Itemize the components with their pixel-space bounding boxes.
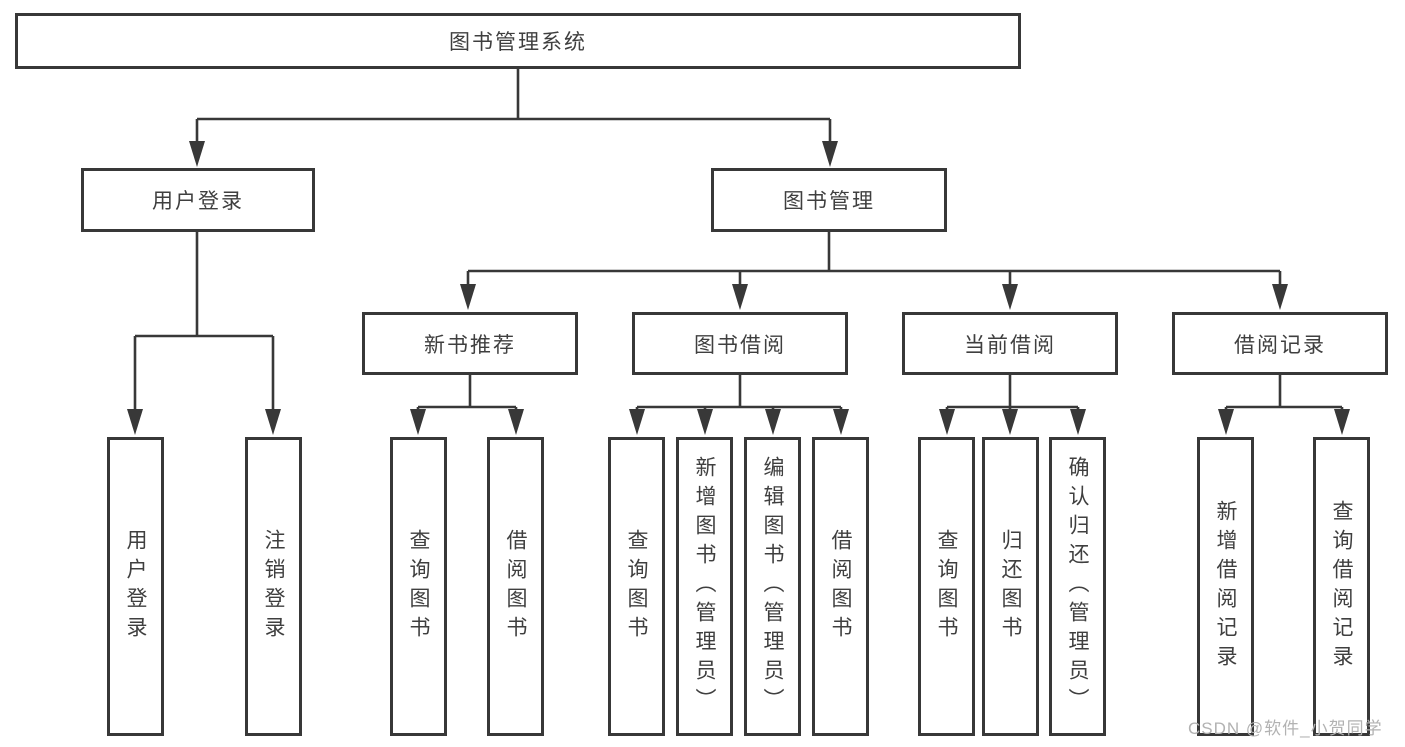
node-label: 查询借阅记录 [1330, 499, 1353, 674]
node-root-book-management-system: 图书管理系统 [15, 13, 1021, 69]
leaf-confirm-return-admin: 确认归还（管理员） [1049, 437, 1106, 736]
node-book-management-branch: 图书管理 [711, 168, 947, 232]
node-label: 当前借阅 [964, 333, 1056, 357]
node-label: 借阅图书 [829, 528, 852, 645]
leaf-add-books-admin: 新增图书（管理员） [676, 437, 733, 736]
node-label: 查询图书 [935, 528, 958, 645]
leaf-user-login: 用户登录 [107, 437, 164, 736]
leaf-query-books-3: 查询图书 [918, 437, 975, 736]
node-borrowing-records: 借阅记录 [1172, 312, 1388, 375]
node-label: 借阅图书 [504, 528, 527, 645]
node-label: 图书管理系统 [449, 31, 587, 54]
leaf-edit-books-admin: 编辑图书（管理员） [744, 437, 801, 736]
leaf-add-borrow-record: 新增借阅记录 [1197, 437, 1254, 736]
node-label: 用户登录 [124, 528, 147, 645]
node-label: 注销登录 [262, 528, 285, 645]
leaf-logout: 注销登录 [245, 437, 302, 736]
node-label: 用户登录 [152, 190, 244, 213]
node-current-borrowing: 当前借阅 [902, 312, 1118, 375]
leaf-return-books: 归还图书 [982, 437, 1039, 736]
node-label: 查询图书 [625, 528, 648, 645]
node-label: 图书借阅 [694, 333, 786, 357]
node-label: 查询图书 [407, 528, 430, 645]
node-new-book-recommend: 新书推荐 [362, 312, 578, 375]
node-label: 新书推荐 [424, 333, 516, 357]
node-label: 编辑图书（管理员） [761, 456, 784, 717]
leaf-borrow-books-1: 借阅图书 [487, 437, 544, 736]
node-label: 确认归还（管理员） [1066, 456, 1089, 717]
leaf-query-books-1: 查询图书 [390, 437, 447, 736]
node-user-login-branch: 用户登录 [81, 168, 315, 232]
leaf-query-borrow-record: 查询借阅记录 [1313, 437, 1370, 736]
node-label: 新增借阅记录 [1214, 499, 1237, 674]
leaf-borrow-books-2: 借阅图书 [812, 437, 869, 736]
node-label: 借阅记录 [1234, 333, 1326, 357]
node-label: 归还图书 [999, 528, 1022, 645]
node-book-borrowing: 图书借阅 [632, 312, 848, 375]
node-label: 图书管理 [783, 190, 875, 213]
csdn-watermark: CSDN @软件_小贺同学 [1188, 719, 1383, 738]
leaf-query-books-2: 查询图书 [608, 437, 665, 736]
node-label: 新增图书（管理员） [693, 456, 716, 717]
